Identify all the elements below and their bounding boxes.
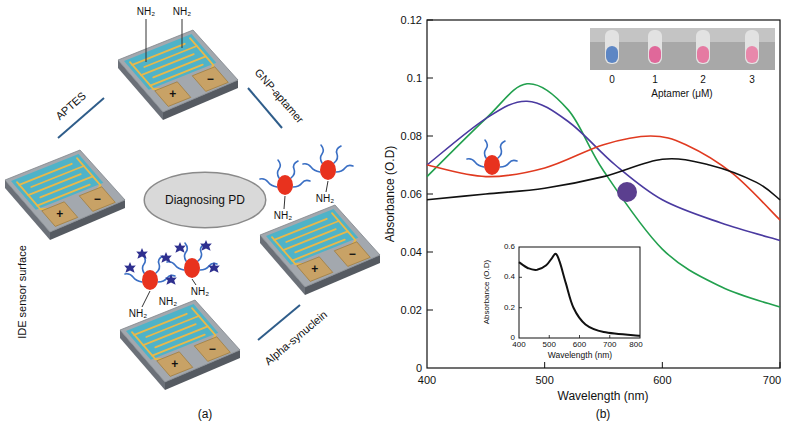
terminal-sign: + [56, 208, 63, 220]
step-line [58, 88, 300, 340]
inset-curve [519, 254, 640, 336]
amine-label: NH₂ [274, 211, 292, 221]
amine-label: NH₂ [137, 7, 155, 17]
photo-label: 0 [609, 75, 615, 85]
tick-label: 0.08 [401, 131, 422, 142]
ide-chip [260, 205, 380, 295]
tick-label: 0.02 [401, 305, 422, 316]
tick-label: 0.06 [401, 189, 422, 200]
inset-tick-label: 0.2 [504, 304, 515, 312]
terminal-sign: − [94, 193, 101, 205]
gnp-aptamer-icon [467, 140, 517, 175]
amine-label: NH₂ [191, 287, 209, 297]
inset-tick-label: 400 [512, 341, 525, 349]
photo-label: Aptamer (μM) [651, 89, 712, 99]
tick-label: 0.12 [401, 15, 422, 26]
inset-tick-label: 0.4 [504, 273, 515, 281]
tick-label: 500 [535, 375, 553, 386]
axis-title: Wavelength (nm) [558, 390, 649, 402]
spectrum-curve [427, 159, 780, 200]
tick-label: 700 [763, 375, 781, 386]
photo-label: 3 [749, 75, 755, 85]
node-text: Diagnosing PD [165, 193, 245, 207]
tick-label: 0.04 [401, 247, 422, 258]
tick-label: 400 [418, 375, 436, 386]
amine-label: NH₂ [316, 194, 334, 204]
plot-frame [427, 20, 780, 368]
spectrum-curve [427, 136, 780, 220]
tick-label: 0 [416, 363, 422, 374]
spectrum-curve [427, 101, 780, 240]
amine-label: NH₂ [159, 297, 177, 307]
terminal-sign: − [349, 248, 356, 260]
alpha-synuclein [124, 240, 220, 285]
ide-chip [5, 150, 125, 240]
gnp-aptamer [303, 145, 353, 180]
inset-tick-label: 700 [603, 341, 616, 349]
ide-chip [120, 300, 240, 390]
aggregated-gnp-icon [617, 182, 637, 202]
inset-tick-label: 0.6 [504, 243, 515, 251]
inset-photo [590, 28, 775, 70]
panel-letter: (a) [198, 408, 213, 420]
tick-label: 0.1 [407, 73, 422, 84]
terminal-sign: − [207, 73, 214, 85]
inset-tick-label: 800 [629, 341, 642, 349]
photo-label: 2 [700, 75, 706, 85]
amine-label: NH₂ [129, 309, 147, 319]
step-label: Alpha-synuclein [263, 309, 330, 367]
ide-chip [118, 30, 238, 120]
surface-label: IDE sensor surface [17, 245, 28, 339]
terminal-sign: + [169, 88, 176, 100]
inset-frame [519, 247, 640, 338]
axis-ticks [427, 20, 780, 368]
photo-label: 1 [652, 75, 658, 85]
terminal-sign: + [171, 358, 178, 370]
step-label: GNP-aptamer [253, 67, 306, 125]
inset-ground [478, 240, 650, 362]
center-ellipse: Diagnosing PD [143, 171, 267, 229]
panel-letter: (b) [596, 408, 611, 420]
amine-label: NH₂ [173, 7, 191, 17]
inset-axis-title: Wavelength (nm) [548, 351, 612, 360]
inset-tick-label: 500 [543, 341, 556, 349]
gnp-aptamer [260, 160, 310, 195]
linker-stem [142, 19, 328, 307]
terminal-sign: − [209, 343, 216, 355]
axis-title: Absorbance (O.D) [384, 146, 396, 243]
test-tube [605, 30, 759, 64]
tick-label: 600 [653, 375, 671, 386]
terminal-sign: + [311, 263, 318, 275]
inset-spectrum [519, 254, 640, 336]
inset-tick-label: 600 [573, 341, 586, 349]
inset-axis-title: Absorbance (O.D) [483, 260, 491, 324]
